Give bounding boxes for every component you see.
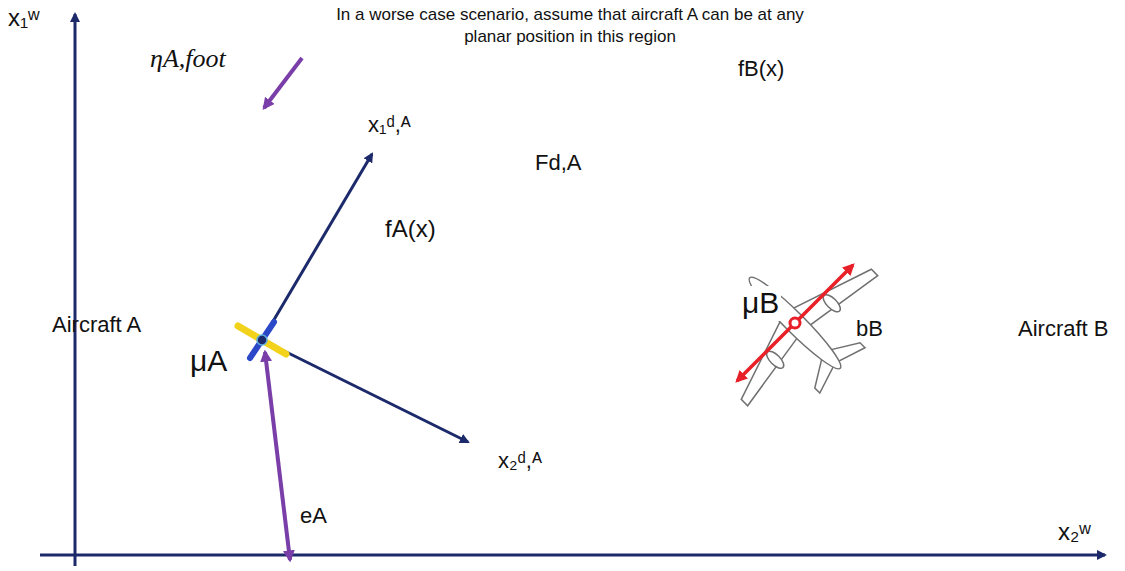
region-label: Fd,A — [535, 150, 581, 175]
mean-label: μB — [740, 286, 781, 321]
footprint-region: ηA,footAircraft AfA(x)μA — [40, 118, 484, 562]
world-axis-horizontal — [40, 554, 1105, 557]
node-outline — [157, 175, 367, 505]
region-label: ηA,foot — [150, 44, 226, 74]
body-axis-1 — [262, 154, 372, 340]
region-circle — [42, 120, 482, 560]
distribution-ellipse: fB(x)μBbB — [649, 102, 961, 538]
wingspan-arrow — [737, 265, 853, 381]
mean-label: μA — [190, 344, 227, 379]
density-label: fB(x) — [738, 56, 784, 81]
leader-arrow — [264, 58, 302, 108]
axis-label: x₁ᵈ,ᴬ — [368, 112, 411, 137]
rotor-arm — [238, 326, 286, 354]
node-outline — [649, 102, 961, 538]
hub — [257, 335, 267, 345]
node-outline — [40, 118, 484, 562]
aircraft-label: Aircraft B — [1018, 316, 1108, 341]
axis-label: x₂ᵈ,ᴬ — [498, 448, 542, 473]
ellipse-outline — [117, 150, 407, 529]
center-dot — [790, 318, 800, 328]
radius-label: eA — [300, 503, 327, 528]
radius-arrow — [265, 352, 290, 560]
aircraft-label: Aircraft A — [52, 312, 141, 337]
body-axis-2 — [262, 340, 468, 442]
aircraft-a-icon — [238, 322, 286, 358]
ellipse-outline — [591, 61, 1019, 571]
distribution-ellipse: fA(x)μA — [157, 175, 367, 505]
span-label: bB — [854, 316, 885, 341]
axis-label: x₁ʷ — [8, 4, 40, 32]
rotor-arm — [250, 322, 274, 358]
world-axis-vertical — [74, 14, 77, 566]
density-label: fA(x) — [385, 215, 436, 243]
note-text: In a worse case scenario, assume that ai… — [335, 4, 805, 48]
aircraft-b-icon — [685, 213, 908, 436]
axis-label: x₂ʷ — [1058, 518, 1091, 546]
